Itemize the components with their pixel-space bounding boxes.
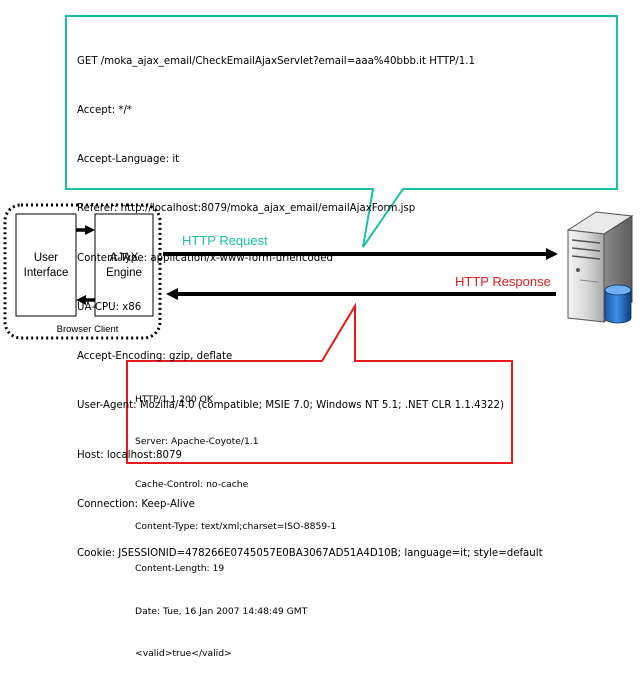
response-header: Content-Length: 19 <box>135 563 225 575</box>
request-header: Accept: */* <box>77 105 133 117</box>
user-interface-label-line: User <box>33 252 59 264</box>
http-response-arrow <box>166 288 556 300</box>
ajax-engine-label-line: AJAX <box>109 252 139 264</box>
response-header: Server: Apache-Coyote/1.1 <box>135 436 259 448</box>
request-header: Host: localhost:8079 <box>77 449 182 461</box>
user-interface-box <box>15 213 77 317</box>
ajax-engine-box <box>94 213 154 317</box>
request-header: User-Agent: Mozilla/4.0 (compatible; MSI… <box>77 400 505 412</box>
browser-client-caption: Browser Client <box>56 324 119 335</box>
server-database-icon <box>566 211 634 324</box>
request-line: GET /moka_ajax_email/CheckEmailAjaxServl… <box>77 55 475 67</box>
diagram-canvas <box>3 15 634 464</box>
http-request-arrow <box>163 248 558 260</box>
request-header: UA-CPU: x86 <box>77 301 142 313</box>
request-header: Accept-Encoding: gzip, deflate <box>77 351 233 363</box>
http-response-label: HTTP Response <box>455 274 551 289</box>
response-callout-box <box>126 302 513 464</box>
ajax-engine-label-line: Engine <box>106 267 142 279</box>
request-header: Accept-Language: it <box>77 154 180 166</box>
request-header: Content-Type: application/x-www-form-url… <box>77 252 333 264</box>
request-callout-box <box>65 15 618 248</box>
ajax-engine-label: AJAX Engine <box>95 251 153 281</box>
http-request-label: HTTP Request <box>182 233 268 248</box>
user-interface-label: User Interface <box>16 251 76 281</box>
ajax-to-ui-arrow <box>76 295 95 305</box>
response-header: Content-Type: text/xml;charset=ISO-8859-… <box>135 521 337 533</box>
response-body: <valid>true</valid> <box>135 647 232 659</box>
response-header: Date: Tue, 16 Jan 2007 14:48:49 GMT <box>135 605 308 617</box>
response-status-line: HTTP/1.1 200 OK <box>135 394 213 406</box>
user-interface-label-line: Interface <box>23 267 69 279</box>
request-header: Referer: http://localhost:8079/moka_ajax… <box>77 203 416 215</box>
ui-to-ajax-arrow <box>76 225 95 235</box>
response-callout-text: HTTP/1.1 200 OK Server: Apache-Coyote/1.… <box>135 365 336 675</box>
